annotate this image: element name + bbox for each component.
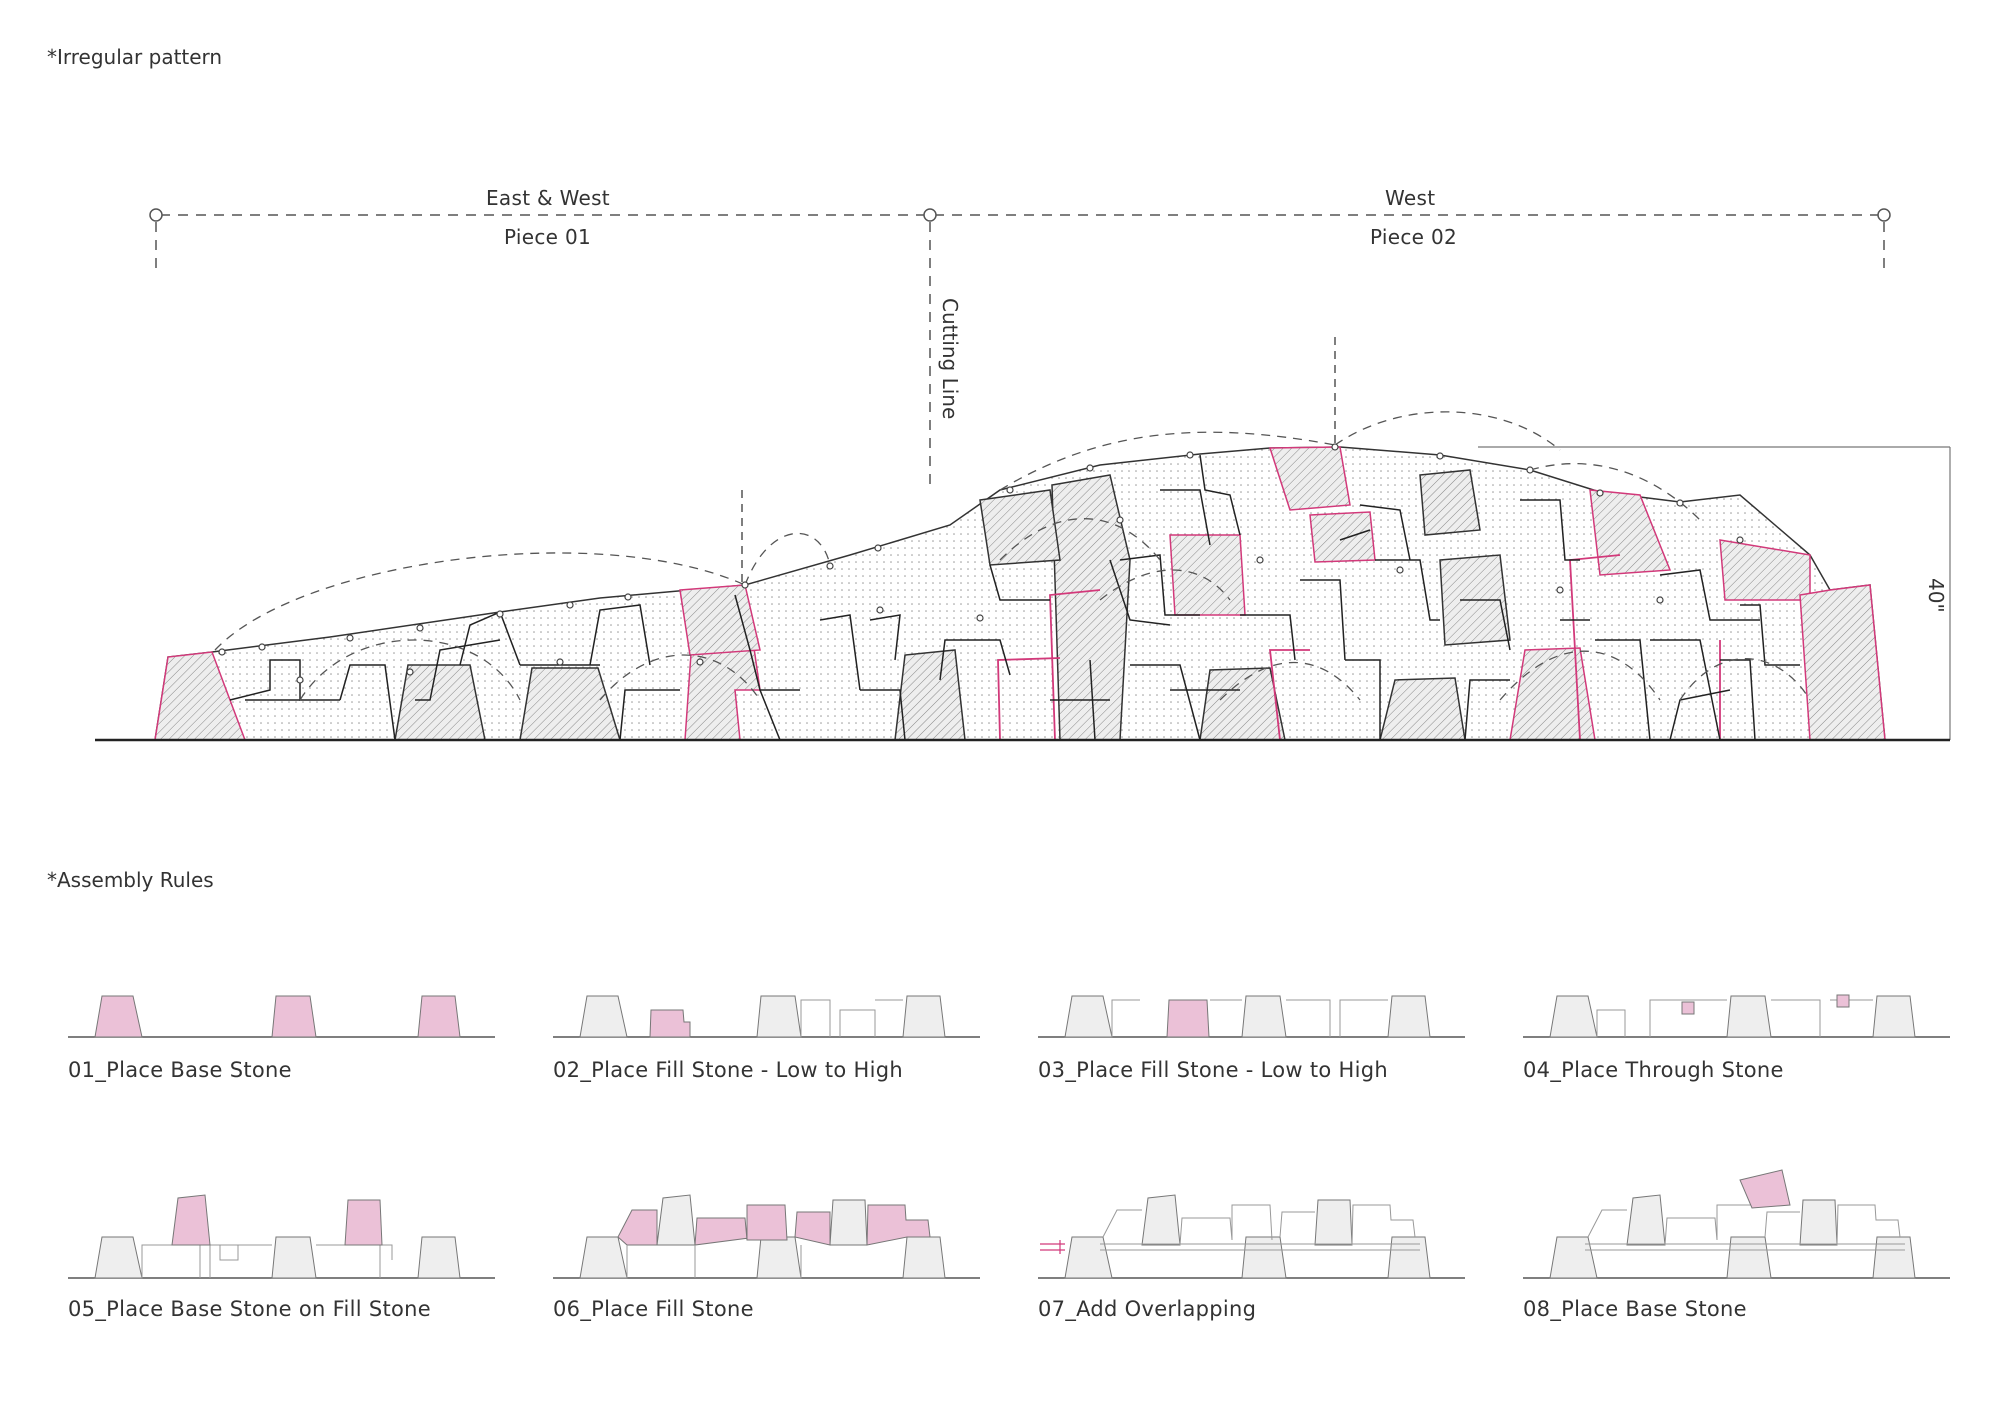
pattern-heading: *Irregular pattern	[47, 45, 223, 69]
piece-dimension-line	[149, 208, 1891, 488]
stone-wall-elevation	[95, 446, 1950, 742]
assembly-arcs	[214, 411, 1811, 701]
rule-diagram-03	[1038, 995, 1465, 1038]
rule-diagram-08	[1523, 1169, 1950, 1279]
label-height-dimension: 40"	[1924, 578, 1948, 613]
rule-diagram-02	[553, 995, 980, 1038]
rule-diagram-04	[1523, 994, 1950, 1038]
label-east-west: East & West	[486, 186, 610, 210]
step-caption-03: 03_Place Fill Stone - Low to High	[1038, 1058, 1388, 1082]
step-caption-02: 02_Place Fill Stone - Low to High	[553, 1058, 903, 1082]
step-caption-07: 07_Add Overlapping	[1038, 1297, 1257, 1321]
label-piece-01: Piece 01	[504, 225, 591, 249]
step-caption-04: 04_Place Through Stone	[1523, 1058, 1784, 1082]
step-caption-01: 01_Place Base Stone	[68, 1058, 292, 1082]
rule-diagram-05	[68, 1194, 495, 1279]
label-west: West	[1385, 186, 1436, 210]
label-piece-02: Piece 02	[1370, 225, 1457, 249]
rule-diagram-07	[1038, 1194, 1465, 1279]
assembly-rules-heading: *Assembly Rules	[47, 868, 214, 892]
height-dimension	[1478, 446, 1951, 740]
rule-diagram-06	[553, 1194, 980, 1279]
node-markers	[218, 443, 1744, 684]
step-caption-08: 08_Place Base Stone	[1523, 1297, 1747, 1321]
step-caption-06: 06_Place Fill Stone	[553, 1297, 754, 1321]
rule-diagram-01	[68, 995, 495, 1038]
label-cutting-line: Cutting Line	[938, 298, 962, 420]
step-caption-05: 05_Place Base Stone on Fill Stone	[68, 1297, 431, 1321]
